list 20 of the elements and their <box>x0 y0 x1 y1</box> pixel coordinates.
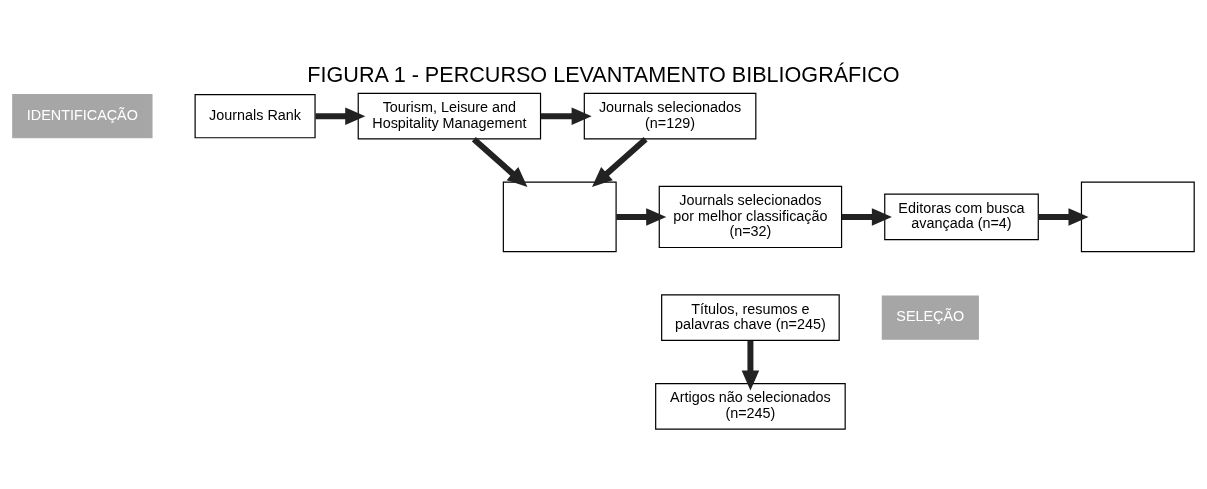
arrow <box>315 107 366 125</box>
arrow <box>616 208 667 226</box>
node-box: SELEÇÃO <box>881 295 979 340</box>
arrow <box>471 136 528 187</box>
diagram-title: FIGURA 1 - PERCURSO LEVANTAMENTO BIBLIOGRÁFICO <box>307 61 900 87</box>
arrow <box>540 107 592 125</box>
arrow <box>592 136 648 187</box>
node-box: Editoras com busca avançada (n=4) <box>884 193 1039 241</box>
node-box: IDENTIFICAÇÃO <box>12 94 153 139</box>
node-box: Tourism, Leisure and Hospitality Management <box>357 92 542 140</box>
arrow <box>841 208 892 226</box>
node-box <box>1080 181 1195 253</box>
node-box: Journals Rank <box>194 94 316 139</box>
node-box: Títulos, resumos e palavras chave (n=245) <box>661 294 840 342</box>
arrow <box>1038 208 1089 226</box>
arrow <box>741 340 760 391</box>
node-box: Journals selecionados por melhor classificação (n=32) <box>658 185 843 249</box>
node-box: Artigos não selecionados (n=245) <box>655 383 846 430</box>
node-box <box>502 181 617 253</box>
node-box: Journals selecionados (n=129) <box>583 92 757 140</box>
